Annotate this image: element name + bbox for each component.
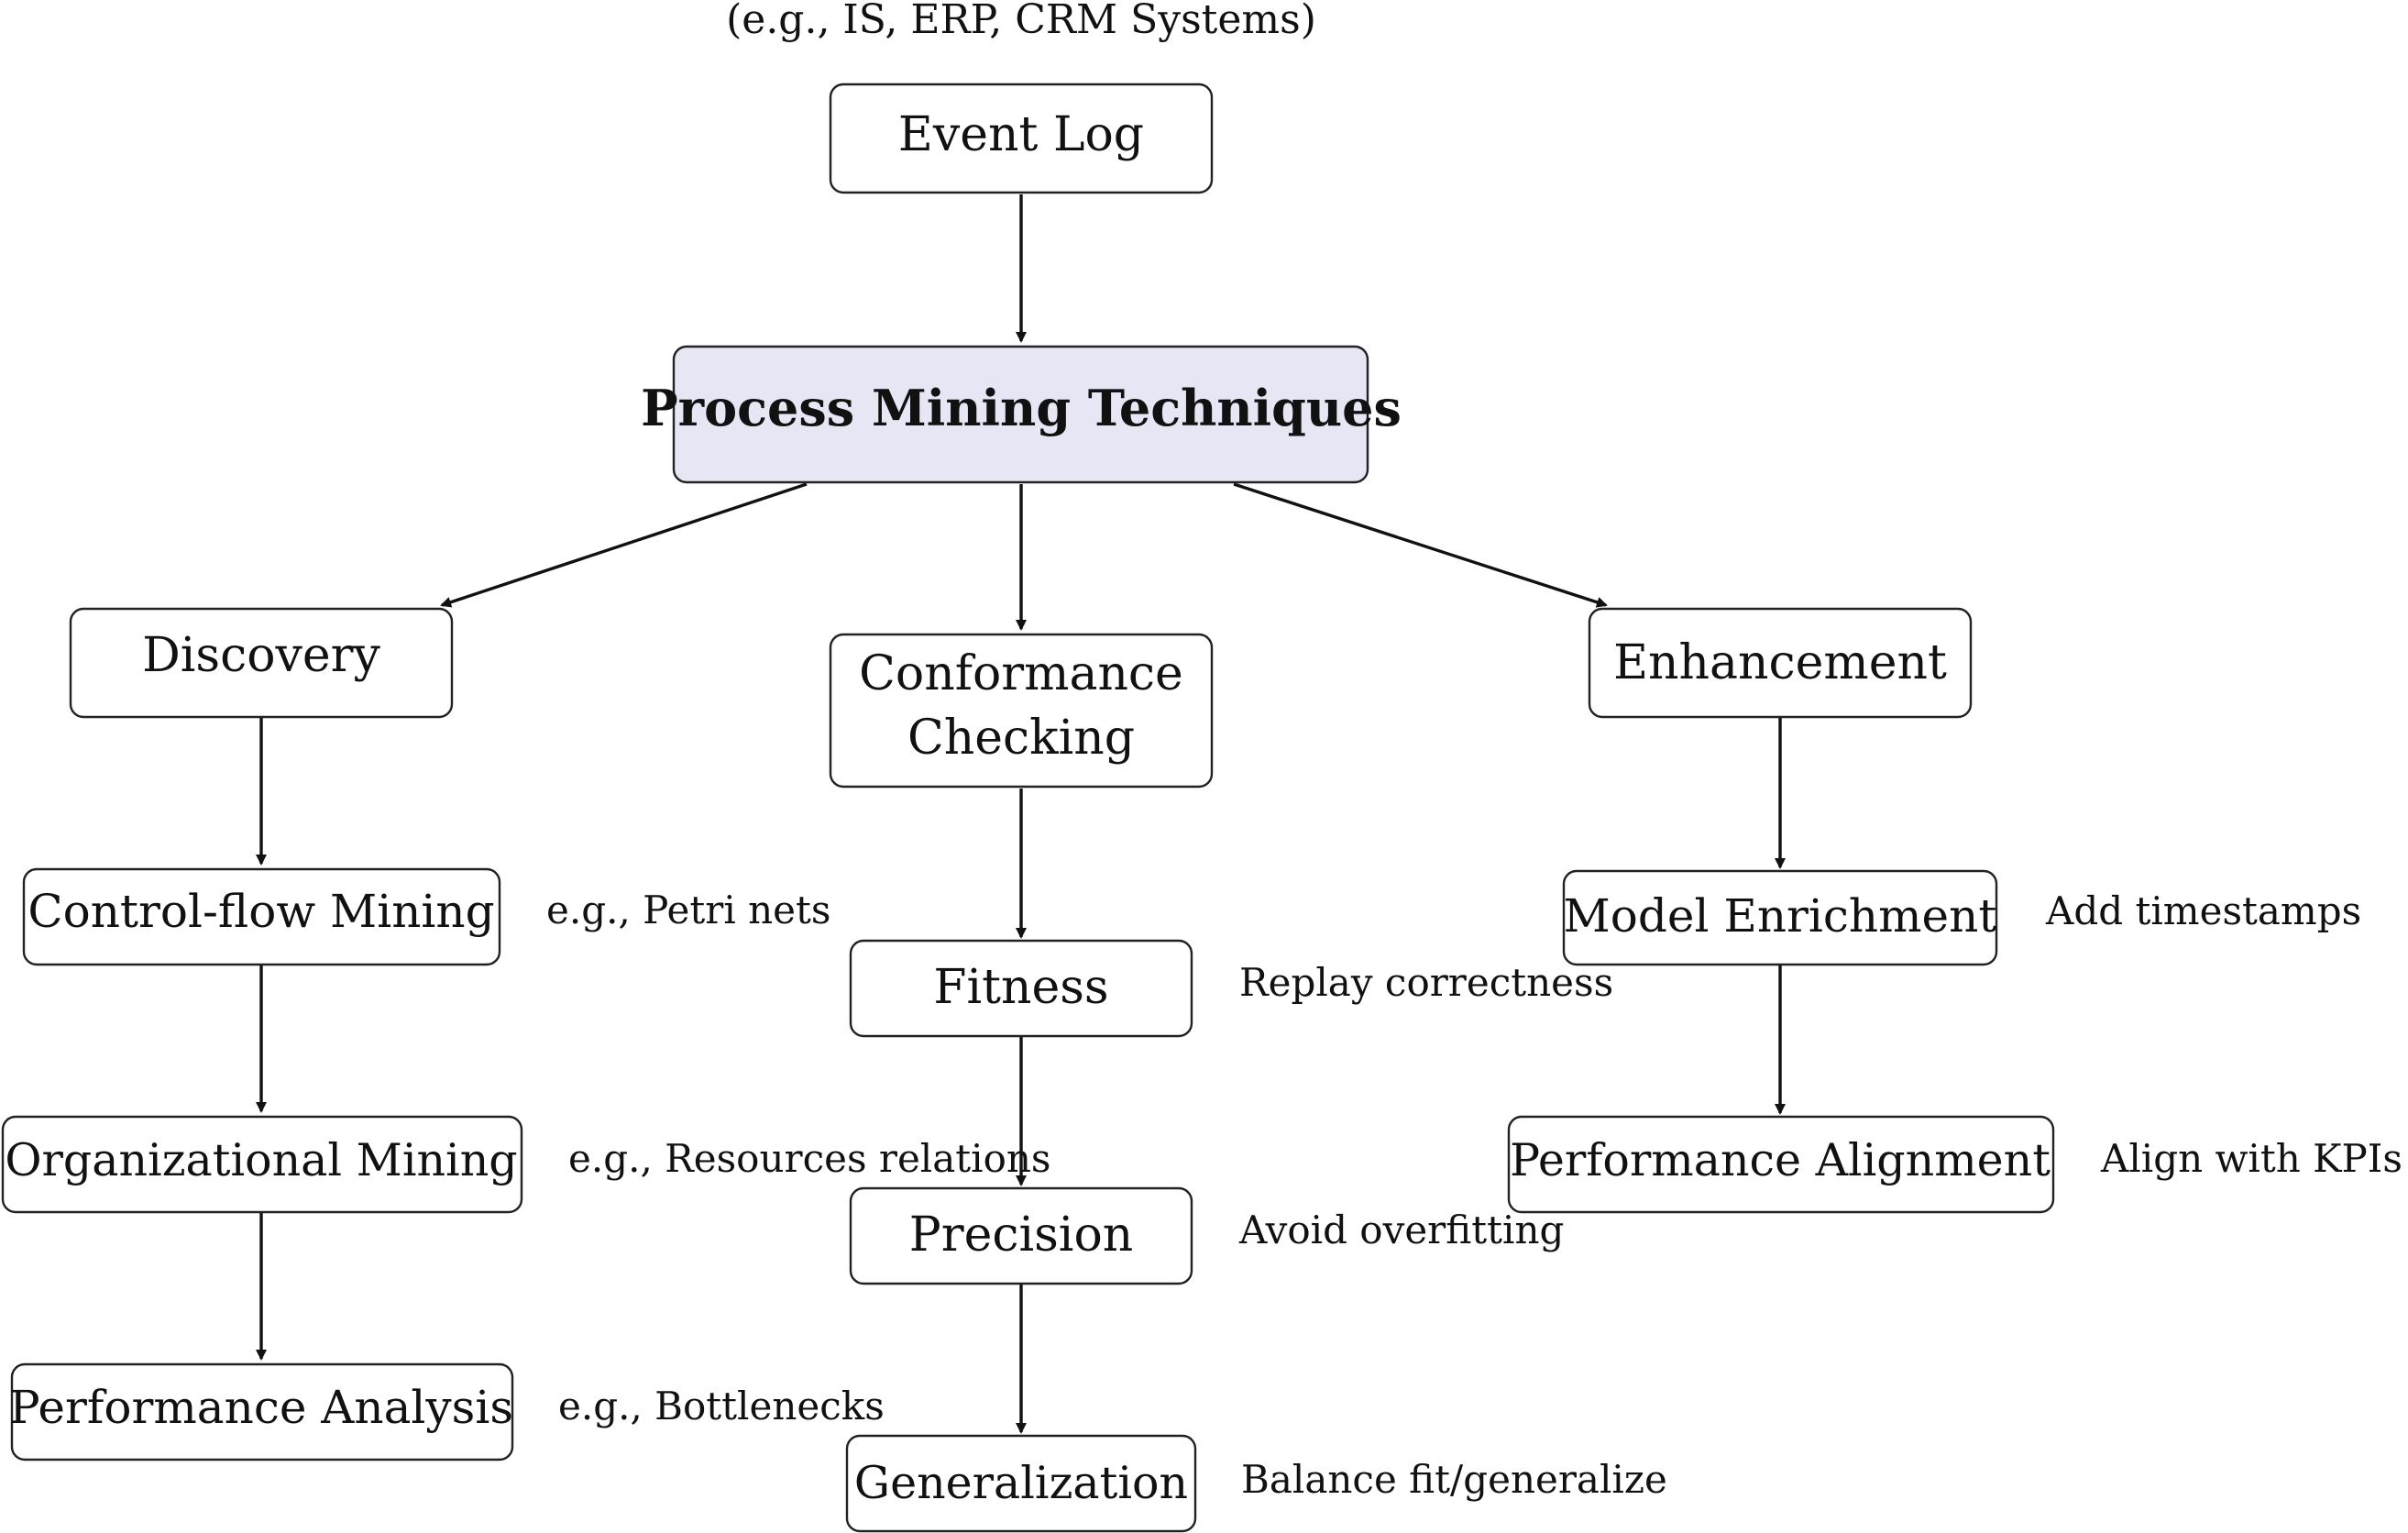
enhancement-label: Enhancement [1613, 635, 1947, 690]
control-flow-note: e.g., Petri nets [546, 888, 830, 932]
model-enrichment-node: Model Enrichment [1562, 869, 1998, 966]
process-mining-label: Process Mining Techniques [641, 379, 1402, 437]
performance-analysis-label: Performance Analysis [9, 1381, 513, 1434]
process-mining-node: Process Mining Techniques [641, 345, 1402, 484]
organizational-label: Organizational Mining [5, 1134, 517, 1186]
control-flow-label: Control-flow Mining [27, 885, 494, 938]
performance-alignment-note: Align with KPIs [2100, 1136, 2403, 1181]
fitness-label: Fitness [933, 960, 1108, 1015]
organizational-node: Organizational Mining [1, 1115, 523, 1214]
model-enrichment-note: Add timestamps [2045, 888, 2361, 933]
performance-analysis-note: e.g., Bottlenecks [558, 1384, 885, 1428]
model-enrichment-label: Model Enrichment [1564, 889, 1997, 943]
precision-label: Precision [909, 1208, 1134, 1263]
fitness-node: Fitness [849, 939, 1193, 1038]
event-log-label: Event Log [898, 107, 1144, 162]
generalization-label: Generalization [854, 1457, 1188, 1509]
performance-alignment-label: Performance Alignment [1510, 1134, 2051, 1186]
precision-note: Avoid overfitting [1238, 1208, 1564, 1252]
edge-pmt-to-enhancement [1233, 482, 1608, 608]
discovery-label: Discovery [142, 628, 380, 683]
event-log-node: Event Log [829, 83, 1214, 194]
performance-alignment-node: Performance Alignment [1507, 1115, 2055, 1214]
precision-node: Precision [849, 1186, 1193, 1285]
edge-pmt-to-discovery [440, 482, 808, 608]
control-flow-node: Control-flow Mining [22, 867, 501, 966]
source-note: (e.g., IS, ERP, CRM Systems) [726, 0, 1316, 43]
enhancement-node: Enhancement [1588, 607, 1973, 719]
edges [256, 194, 1786, 1434]
fitness-note: Replay correctness [1239, 960, 1613, 1005]
conformance-node: Conformance Checking [829, 633, 1214, 789]
generalization-node: Generalization [845, 1434, 1197, 1533]
generalization-note: Balance fit/generalize [1241, 1457, 1667, 1502]
conformance-label-line2: Checking [907, 711, 1135, 766]
organizational-note: e.g., Resources relations [568, 1136, 1050, 1181]
discovery-node: Discovery [69, 607, 454, 719]
performance-analysis-node: Performance Analysis [9, 1362, 514, 1461]
conformance-label-line1: Conformance [859, 646, 1183, 701]
